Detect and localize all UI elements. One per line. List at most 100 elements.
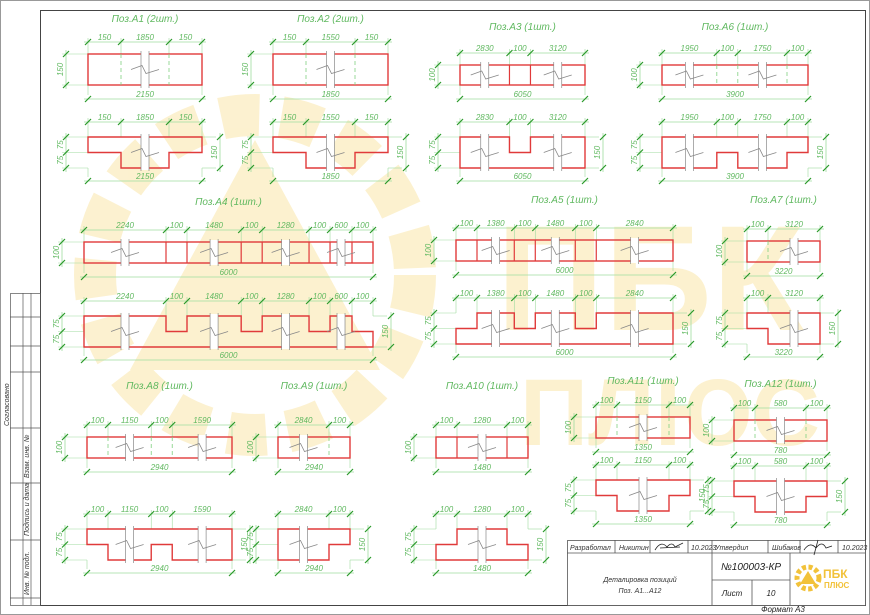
sheet-number: 10: [767, 589, 776, 598]
full-height-dimension: 150: [210, 145, 219, 159]
total-dimension: 1480: [473, 564, 491, 573]
dimension-tick: [816, 225, 824, 233]
break-gap: [198, 435, 207, 460]
dimension-tick: [506, 49, 513, 57]
full-height-dimension: 150: [358, 537, 367, 551]
dimension-tick: [183, 297, 191, 305]
dimension-tick: [816, 353, 824, 361]
approver-signature-icon: [803, 539, 833, 556]
segment-dimension: 580: [774, 457, 788, 466]
dimension-tick: [346, 421, 354, 429]
logo-line1: ПБК: [823, 567, 848, 581]
segment-dimension: 100: [513, 113, 527, 122]
dimension-tick: [834, 340, 842, 348]
dimension-tick: [168, 510, 176, 518]
dimension-tick: [83, 569, 91, 577]
dimension-tick: [62, 149, 70, 156]
segment-dimension: 100: [245, 292, 259, 301]
total-dimension: 6000: [220, 268, 238, 277]
position-title: Поз.А11 (1шт.): [607, 376, 678, 387]
dimension-tick: [62, 133, 70, 141]
sheet-format: Формат А3: [761, 605, 805, 614]
dimension-tick: [402, 164, 410, 172]
segment-dimension: 1480: [205, 292, 223, 301]
break-gap: [121, 314, 129, 349]
segment-dimension: 100: [460, 219, 474, 228]
dimension-tick: [581, 49, 589, 57]
dimension-tick: [599, 164, 607, 172]
segment-dimension: 1380: [487, 219, 505, 228]
dimension-tick: [80, 226, 88, 234]
dimension-tick: [83, 421, 91, 429]
dimension-tick: [410, 454, 418, 462]
break-gap: [281, 240, 290, 265]
logo-gear-icon: [794, 564, 822, 592]
break-line-icon: [620, 246, 649, 255]
segment-dimension: 3120: [549, 113, 567, 122]
break-line-icon: [187, 443, 217, 452]
dimension-tick: [658, 49, 666, 57]
dimension-tick: [721, 340, 729, 348]
dimension-tick: [346, 510, 354, 518]
dimension-tick: [61, 556, 69, 564]
full-height-dimension: 150: [828, 321, 837, 335]
break-line-icon: [271, 327, 300, 336]
segment-dimension: 3120: [785, 220, 803, 229]
dimension-tick: [704, 476, 712, 484]
dimension-tick: [592, 401, 600, 409]
dimension-tick: [58, 259, 66, 267]
full-height-dimension: 150: [835, 489, 844, 503]
full-height-dimension: 150: [381, 324, 390, 338]
dimension-tick: [822, 164, 830, 172]
dimension-tick: [252, 454, 260, 462]
total-dimension: 2940: [304, 463, 323, 472]
dimension-tick: [834, 309, 842, 317]
dimension-tick: [84, 38, 92, 46]
dimension-tick: [61, 541, 69, 548]
break-gap: [337, 314, 346, 349]
height-dimension: 100: [52, 245, 61, 259]
dimension-tick: [258, 226, 266, 234]
dimension-tick: [503, 510, 511, 518]
dimension-tick: [665, 401, 673, 409]
dimension-tick: [686, 448, 694, 456]
break-line-icon: [467, 540, 497, 549]
dimension-tick: [274, 569, 282, 577]
part-outline: [277, 436, 351, 459]
dimension-tick: [183, 226, 191, 234]
total-dimension: 6000: [556, 266, 574, 275]
dimension-tick: [822, 133, 830, 141]
segment-dimension: 1150: [121, 505, 139, 514]
dimension-tick: [62, 50, 70, 58]
segment-dimension: 100: [791, 44, 805, 53]
dimension-tick: [713, 118, 721, 126]
segment-dimension: 100: [91, 505, 105, 514]
dimension-tick: [274, 421, 282, 429]
dimension-tick: [384, 38, 392, 46]
company-logo: ПБК ПЛЮС: [794, 564, 850, 592]
dimension-tick: [841, 508, 849, 516]
segment-dimension: 150: [283, 113, 297, 122]
dimension-tick: [510, 294, 518, 302]
segment-dimension: 1750: [754, 113, 772, 122]
segment-dimension: 1750: [754, 44, 772, 53]
position-title: Поз.А8 (1шт.): [126, 381, 193, 392]
dimension-tick: [453, 421, 461, 429]
total-dimension: 3220: [775, 348, 793, 357]
half-height-dimension: 75: [424, 316, 433, 325]
segment-dimension: 100: [333, 505, 347, 514]
position-title: Поз.А1 (2шт.): [112, 14, 179, 25]
dimension-tick: [592, 224, 600, 232]
developer-signature-icon: [654, 542, 684, 551]
part-outline: [661, 64, 809, 86]
section-outline: [455, 312, 674, 345]
